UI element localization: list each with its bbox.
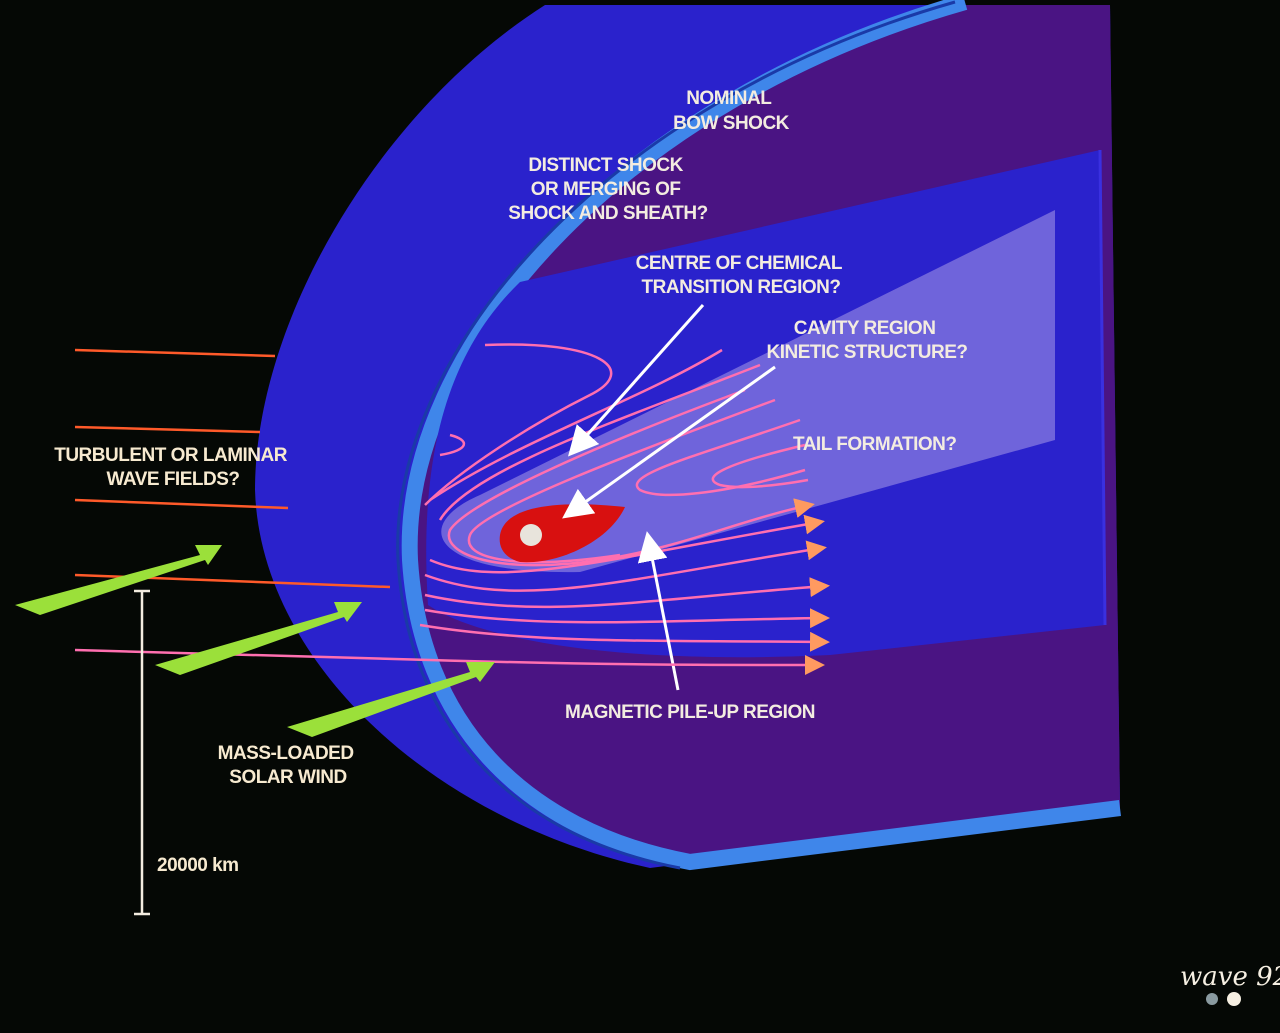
label-tail-formation: TAIL FORMATION? — [793, 434, 956, 455]
label-magnetic-pileup: MAGNETIC PILE-UP REGION — [565, 702, 815, 723]
bow-shock-band — [401, 0, 1121, 871]
label-distinct-shock: DISTINCT SHOCK OR MERGING OF SHOCK AND S… — [508, 155, 707, 224]
label-scale: 20000 km — [157, 855, 239, 876]
scale-bar — [134, 589, 150, 916]
label-cavity-region: CAVITY REGION KINETIC STRUCTURE? — [766, 318, 967, 363]
label-wave-fields: TURBULENT OR LAMINAR WAVE FIELDS? — [54, 445, 292, 490]
signature-dot-grey — [1206, 993, 1218, 1005]
artist-signature: wave 92 — [1180, 962, 1280, 992]
mass-loaded-wind-arrows — [15, 545, 495, 737]
label-chemical-transition: CENTRE OF CHEMICAL TRANSITION REGION? — [636, 253, 847, 298]
comet-nucleus — [520, 524, 542, 546]
magnetic-field-lines — [419, 343, 830, 652]
signature-dot-white — [1227, 992, 1241, 1006]
label-solar-wind: MASS-LOADED SOLAR WIND — [218, 743, 359, 788]
label-bow-shock: NOMINAL BOW SHOCK — [673, 88, 790, 134]
chemical-transition-red-region — [499, 504, 625, 563]
cavity-tail-region — [441, 210, 1055, 573]
